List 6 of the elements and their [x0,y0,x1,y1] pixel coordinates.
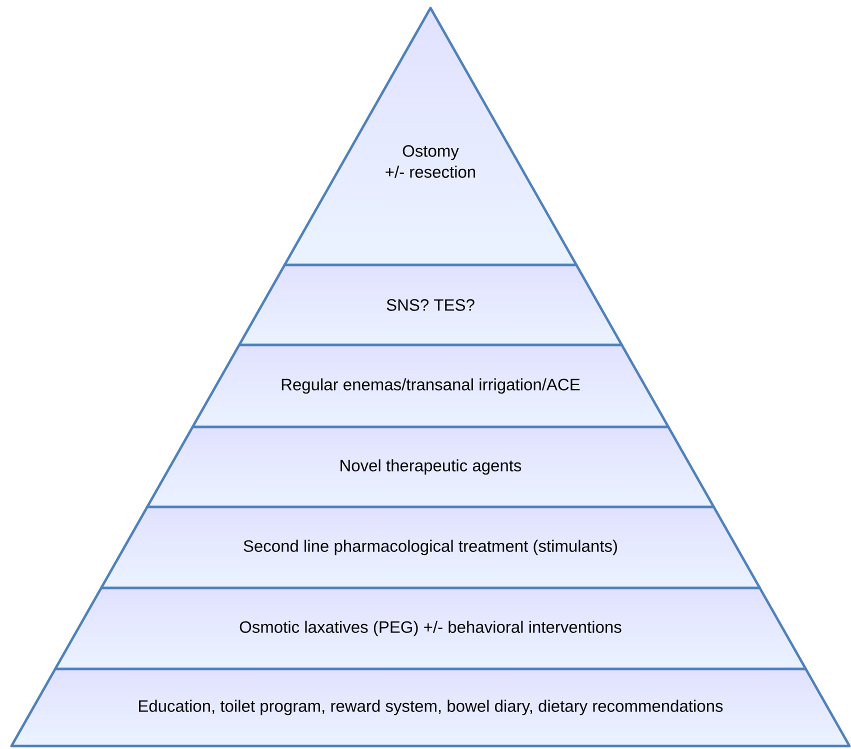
pyramid-tier: Education, toilet program, reward system, bowel diary, dietary recommendations [10,668,851,748]
pyramid-tier: Regular enemas/transanal irrigation/ACE [191,344,670,428]
pyramid-tier: Novel therapeutic agents [146,426,716,508]
pyramid-tier: SNS? TES? [238,264,624,346]
pyramid-tier: Osmotic laxatives (PEG) +/- behavioral interventions [54,586,808,670]
pyramid-tier: Second line pharmacological treatment (stimulants) [100,506,762,590]
